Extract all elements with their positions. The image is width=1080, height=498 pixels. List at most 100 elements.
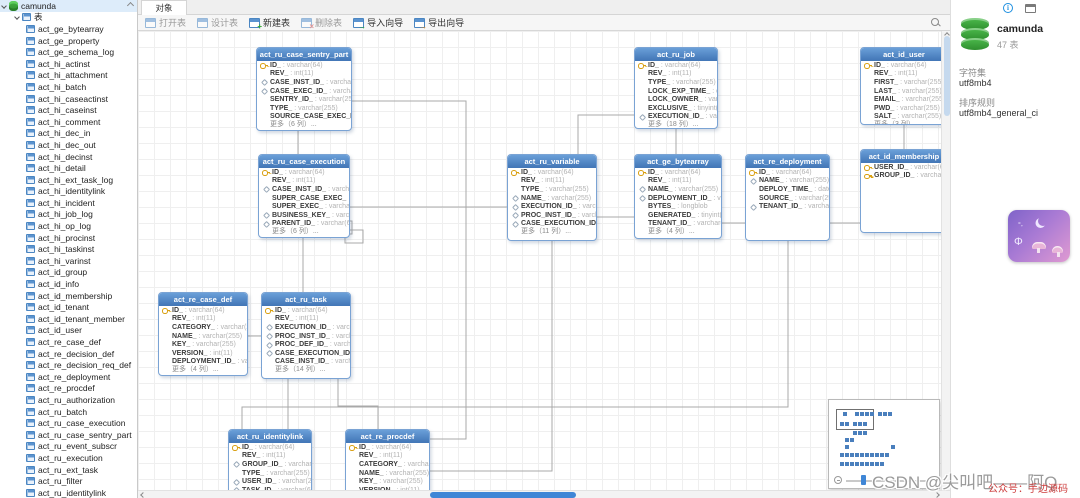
entity-title[interactable]: act_ru_identitylink bbox=[229, 430, 311, 443]
tree-node-table[interactable]: act_id_info bbox=[0, 278, 137, 290]
open-table-button[interactable]: 打开表 bbox=[145, 16, 186, 29]
entity-title[interactable]: act_ru_variable bbox=[508, 155, 596, 168]
minimap-panel[interactable] bbox=[828, 399, 940, 489]
tree-node-table[interactable]: act_hi_ext_task_log bbox=[0, 174, 137, 186]
tree-node-table[interactable]: act_hi_job_log bbox=[0, 209, 137, 221]
export-wizard-button[interactable]: →导出向导 bbox=[414, 16, 464, 30]
tree-node-table[interactable]: act_id_tenant bbox=[0, 301, 137, 313]
tree-node-table[interactable]: act_hi_attachment bbox=[0, 70, 137, 82]
tree-node-table[interactable]: act_re_deployment bbox=[0, 371, 137, 383]
zoom-slider[interactable] bbox=[829, 474, 939, 486]
chevron-down-icon[interactable] bbox=[14, 14, 20, 21]
more-columns-link[interactable]: 更多（4 列）... bbox=[648, 228, 695, 236]
tree-node-tables-folder[interactable]: 表 bbox=[0, 12, 137, 24]
entity-title[interactable]: act_ru_job bbox=[635, 48, 717, 61]
tree-node-table[interactable]: act_hi_detail bbox=[0, 162, 137, 174]
entity-title[interactable]: act_ge_bytearray bbox=[635, 155, 721, 168]
tab-objects[interactable]: 对象 bbox=[141, 0, 187, 15]
horizontal-scrollbar[interactable] bbox=[138, 490, 950, 498]
vertical-scrollbar-thumb[interactable] bbox=[943, 36, 950, 116]
vertical-scrollbar[interactable] bbox=[941, 31, 950, 490]
more-columns-link[interactable]: 更多（18 列）... bbox=[648, 121, 699, 129]
tree-node-table[interactable]: act_hi_decinst bbox=[0, 151, 137, 163]
scroll-right-icon[interactable] bbox=[934, 492, 940, 498]
tree-node-table[interactable]: act_ru_execution bbox=[0, 452, 137, 464]
import-wizard-button[interactable]: →导入向导 bbox=[353, 16, 403, 30]
entity-title[interactable]: act_re_procdef bbox=[346, 430, 429, 443]
tree-node-table[interactable]: act_ge_bytearray bbox=[0, 23, 137, 35]
tree-node-table[interactable]: act_hi_incident bbox=[0, 197, 137, 209]
info-icon[interactable]: i bbox=[1003, 3, 1013, 13]
scroll-left-icon[interactable] bbox=[140, 492, 146, 498]
tree-node-table[interactable]: act_hi_op_log bbox=[0, 220, 137, 232]
more-columns-link[interactable]: 更多（4 列）... bbox=[172, 366, 219, 374]
more-columns-link[interactable]: 更多（6 列）... bbox=[270, 121, 317, 129]
tree-node-table[interactable]: act_hi_procinst bbox=[0, 232, 137, 244]
tree-node-table[interactable]: act_id_group bbox=[0, 267, 137, 279]
tree-node-table[interactable]: act_hi_taskinst bbox=[0, 243, 137, 255]
search-icon[interactable] bbox=[931, 18, 940, 27]
tree-node-table[interactable]: act_hi_batch bbox=[0, 81, 137, 93]
tree-node-table[interactable]: act_re_decision_def bbox=[0, 348, 137, 360]
entity-title[interactable]: act_id_user bbox=[861, 48, 941, 61]
tree-node-table[interactable]: act_hi_caseactinst bbox=[0, 93, 137, 105]
entity-title[interactable]: act_re_deployment bbox=[746, 155, 829, 168]
tree-node-connection[interactable]: camunda bbox=[0, 0, 137, 12]
tree-node-table[interactable]: act_ge_schema_log bbox=[0, 46, 137, 58]
entity-title[interactable]: act_id_membership bbox=[861, 150, 941, 163]
tree-node-table[interactable]: act_re_decision_req_def bbox=[0, 359, 137, 371]
tree-node-table[interactable]: act_ru_batch bbox=[0, 406, 137, 418]
minimap-viewport[interactable] bbox=[836, 409, 874, 430]
tree-node-table[interactable]: act_id_user bbox=[0, 325, 137, 337]
horizontal-scrollbar-thumb[interactable] bbox=[430, 492, 576, 498]
tree-node-table[interactable]: act_id_membership bbox=[0, 290, 137, 302]
tree-node-table[interactable]: act_hi_identitylink bbox=[0, 186, 137, 198]
tree-node-table[interactable]: act_hi_actinst bbox=[0, 58, 137, 70]
tree-node-table[interactable]: act_re_case_def bbox=[0, 336, 137, 348]
entity-title[interactable]: act_re_case_def bbox=[159, 293, 247, 306]
entity-title[interactable]: act_ru_case_execution bbox=[259, 155, 349, 168]
tree-node-table[interactable]: act_ru_event_subscr bbox=[0, 441, 137, 453]
new-table-button[interactable]: +新建表 bbox=[249, 16, 290, 30]
tree-node-table[interactable]: act_hi_caseinst bbox=[0, 104, 137, 116]
zoom-slider-track[interactable] bbox=[846, 480, 926, 482]
tree-node-table[interactable]: act_hi_varinst bbox=[0, 255, 137, 267]
delete-table-button[interactable]: ×删除表 bbox=[301, 16, 342, 30]
panel-toggle-icon[interactable] bbox=[1025, 4, 1036, 13]
more-columns-link[interactable]: 更多（11 列）... bbox=[521, 228, 572, 236]
tree-node-table[interactable]: act_re_procdef bbox=[0, 383, 137, 395]
tree-node-table[interactable]: act_hi_dec_in bbox=[0, 128, 137, 140]
more-columns-link[interactable]: 更多（14 列）... bbox=[275, 366, 326, 374]
zoom-out-icon[interactable] bbox=[834, 476, 842, 484]
tree-node-table[interactable]: act_ru_identitylink bbox=[0, 487, 137, 498]
design-table-button[interactable]: 设计表 bbox=[197, 16, 238, 29]
tree-node-table[interactable]: act_ru_case_execution bbox=[0, 417, 137, 429]
tree-node-table[interactable]: act_hi_dec_out bbox=[0, 139, 137, 151]
entity-title[interactable]: act_ru_task bbox=[262, 293, 350, 306]
tree-node-table[interactable]: act_ge_property bbox=[0, 35, 137, 47]
tree-node-table[interactable]: act_hi_comment bbox=[0, 116, 137, 128]
tree-node-table[interactable]: act_id_tenant_member bbox=[0, 313, 137, 325]
tree-node-table[interactable]: act_ru_ext_task bbox=[0, 464, 137, 476]
tree-node-table[interactable]: act_ru_filter bbox=[0, 475, 137, 487]
tree-node-table[interactable]: act_ru_authorization bbox=[0, 394, 137, 406]
zoom-slider-thumb[interactable] bbox=[861, 475, 866, 485]
entity-title[interactable]: act_ru_case_sentry_part bbox=[257, 48, 351, 61]
more-columns-link[interactable]: 更多（6 列）... bbox=[272, 228, 319, 236]
more-columns-link[interactable]: 更多（3 列）... bbox=[874, 121, 921, 125]
tree-node-table[interactable]: act_ru_case_sentry_part bbox=[0, 429, 137, 441]
chevron-down-icon[interactable] bbox=[1, 2, 7, 9]
